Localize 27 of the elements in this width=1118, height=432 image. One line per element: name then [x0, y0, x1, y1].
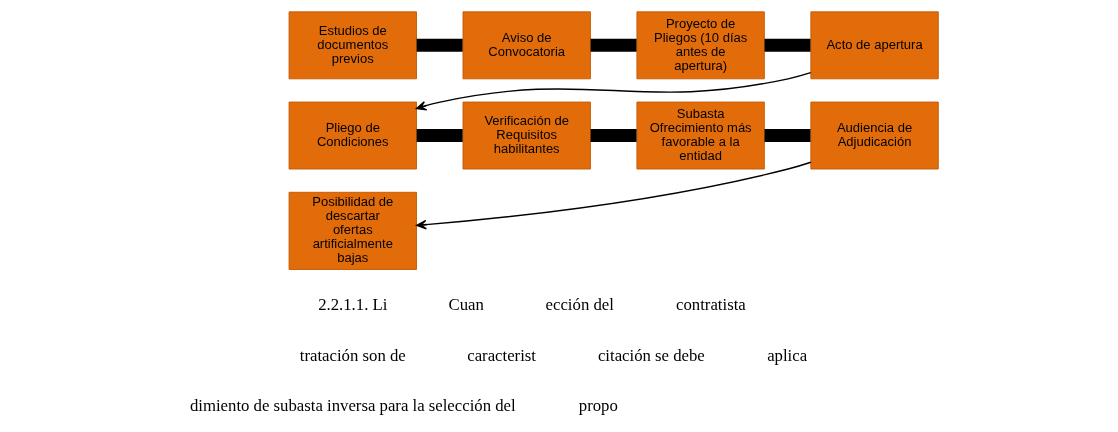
connector: [416, 129, 463, 143]
node-box: Posibilidad de descartar ofertas artificialmente bajas: [288, 191, 417, 270]
node-box: Proyecto de Pliegos (10 días antes de apertura): [635, 11, 765, 80]
label: propo: [578, 395, 618, 415]
label: ección del: [545, 295, 614, 315]
node-box: Verificación de Requisitos habilitantes: [462, 101, 591, 170]
connector: [416, 38, 463, 52]
label: caracterist: [466, 345, 536, 365]
label: citación se debe: [597, 345, 705, 365]
connector: [590, 129, 637, 143]
node-box: Estudios de documentos previos: [288, 11, 417, 80]
node-box: Acto de apertura: [809, 11, 939, 80]
label: aplica: [766, 345, 807, 365]
label: contratista: [675, 295, 746, 315]
label: Cuan: [448, 295, 484, 315]
arrow: [415, 71, 811, 111]
connector: [590, 38, 637, 52]
connector: [764, 129, 810, 143]
arrow: [415, 161, 812, 230]
label: 2.2.1.1. Li: [317, 295, 387, 315]
node-box: Aviso de Convocatoria: [462, 11, 591, 80]
node-box: Pliego de Condiciones: [288, 101, 417, 170]
node-box: Subasta Ofrecimiento más favorable a la entidad: [635, 101, 765, 170]
node-box: Audiencia de Adjudicación: [809, 101, 939, 170]
connector: [764, 38, 810, 52]
label: tratación son de: [299, 345, 406, 365]
label: dimiento de subasta inversa para la selección del: [189, 395, 516, 415]
